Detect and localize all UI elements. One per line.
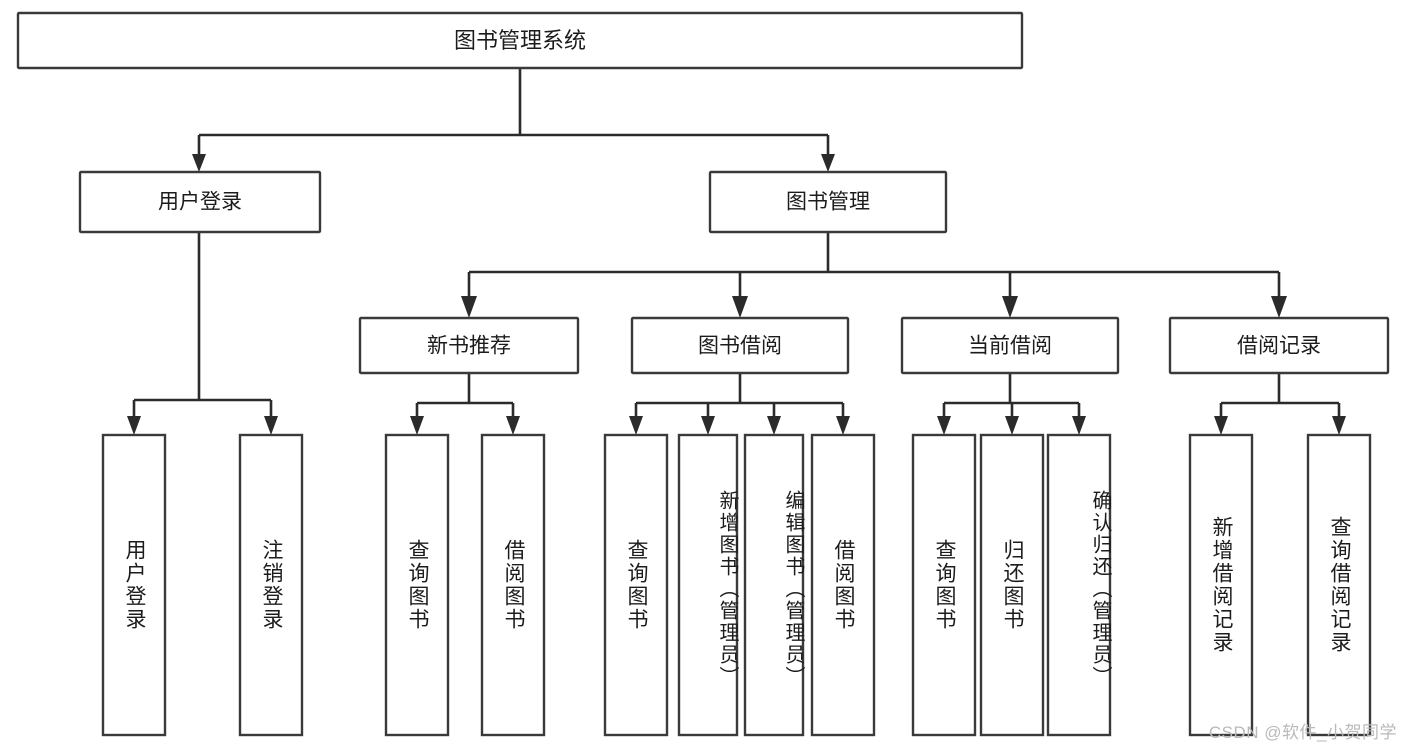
leaf-box-query-book-bb[interactable] xyxy=(603,433,669,737)
node-root-label: 图书管理系统 xyxy=(454,28,586,53)
arrowhead-bb-leaf-1 xyxy=(629,416,643,435)
arrowhead-cb-leaf-2 xyxy=(1005,416,1019,435)
leaf-box-query-borrow-record[interactable] xyxy=(1306,433,1372,737)
arrowhead-book-mgmt xyxy=(821,154,835,172)
leaf-box-query-book-nbr[interactable] xyxy=(384,433,450,737)
leaf-box-query-book-cb[interactable] xyxy=(911,433,977,737)
arrowhead-cb-leaf-3 xyxy=(1072,416,1086,435)
leaf-box-logout[interactable] xyxy=(238,433,304,737)
arrowhead-bb-leaf-2 xyxy=(701,416,715,435)
arrowhead-leaf-logout xyxy=(264,416,278,435)
node-current-borrow[interactable]: 当前借阅 xyxy=(900,316,1120,375)
arrowhead-user-login xyxy=(192,154,206,172)
arrowhead-bb-leaf-3 xyxy=(767,416,781,435)
arrowhead-br-leaf-2 xyxy=(1332,416,1346,435)
arrowhead-current-borrow xyxy=(1002,296,1018,318)
node-root[interactable]: 图书管理系统 xyxy=(16,11,1024,70)
connector-layer xyxy=(127,68,1346,435)
arrowhead-borrow-record xyxy=(1271,296,1287,318)
node-user-login[interactable]: 用户登录 xyxy=(78,170,322,234)
arrowhead-leaf-user-login xyxy=(127,416,141,435)
node-new-book-recommend-label: 新书推荐 xyxy=(427,335,511,358)
leaf-box-borrow-book-bb[interactable] xyxy=(810,433,876,737)
leaf-box-add-borrow-record[interactable] xyxy=(1188,433,1254,737)
arrowhead-nbr-leaf-1 xyxy=(410,416,424,435)
leaf-box-user-login[interactable] xyxy=(101,433,167,737)
node-borrow-record[interactable]: 借阅记录 xyxy=(1168,316,1390,375)
node-borrow-record-label: 借阅记录 xyxy=(1237,335,1321,358)
node-book-management[interactable]: 图书管理 xyxy=(708,170,948,234)
node-book-management-label: 图书管理 xyxy=(786,191,870,214)
node-book-borrow[interactable]: 图书借阅 xyxy=(630,316,850,375)
arrowhead-new-book-rec xyxy=(461,296,477,318)
watermark-text: CSDN @软件_小贺同学 xyxy=(1208,723,1397,742)
node-new-book-recommend[interactable]: 新书推荐 xyxy=(358,316,580,375)
arrowhead-book-borrow xyxy=(732,296,748,318)
node-current-borrow-label: 当前借阅 xyxy=(968,335,1052,358)
leaf-box-add-book-admin[interactable] xyxy=(677,433,739,737)
leaf-box-confirm-return-admin[interactable] xyxy=(1046,433,1112,737)
node-user-login-label: 用户登录 xyxy=(158,191,242,214)
leaf-box-return-book[interactable] xyxy=(979,433,1045,737)
arrowhead-nbr-leaf-2 xyxy=(506,416,520,435)
arrowhead-cb-leaf-1 xyxy=(937,416,951,435)
leaf-box-edit-book-admin[interactable] xyxy=(743,433,805,737)
arrowhead-bb-leaf-4 xyxy=(836,416,850,435)
leaf-box-borrow-book-nbr[interactable] xyxy=(480,433,546,737)
arrowhead-br-leaf-1 xyxy=(1214,416,1228,435)
node-book-borrow-label: 图书借阅 xyxy=(698,335,782,358)
leaf-layer xyxy=(101,433,1372,737)
